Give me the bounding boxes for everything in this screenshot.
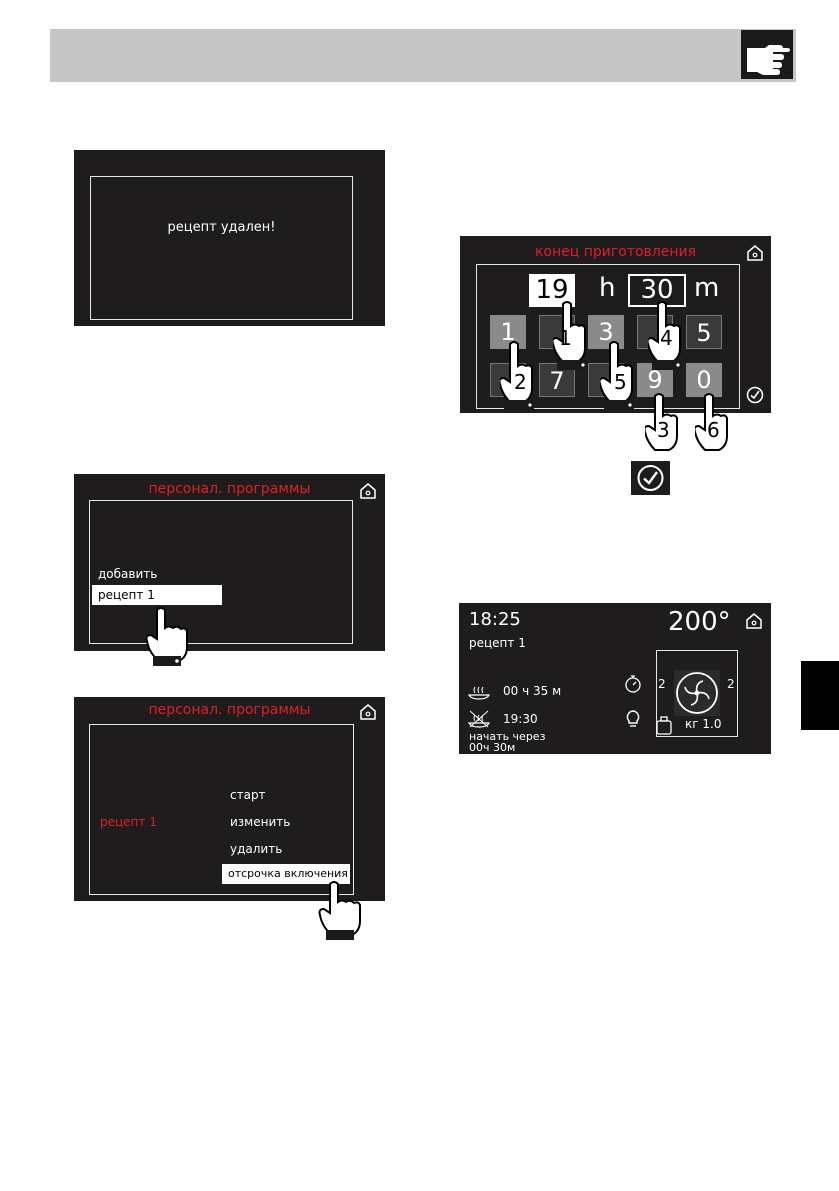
confirm-check-icon[interactable] <box>746 386 764 408</box>
end-time-icon <box>467 709 491 733</box>
hours-label: h <box>599 273 616 303</box>
touch-hand-icon: 6 <box>693 392 735 456</box>
menu-item-recipe-selected[interactable]: рецепт 1 <box>92 585 222 605</box>
touch-hand-icon: 3 <box>643 392 685 456</box>
home-icon[interactable] <box>746 244 764 262</box>
level-left: 2 <box>658 677 666 691</box>
menu-item-add[interactable]: добавить <box>98 567 158 581</box>
step-number: 1 <box>559 326 572 350</box>
page-header <box>50 29 796 82</box>
step-number: 5 <box>614 370 627 394</box>
screen-custom-programs: персонал. программы добавить рецепт 1 <box>74 474 385 651</box>
start-delay-value: 00ч 30м <box>469 741 516 754</box>
key-1[interactable]: 1 <box>490 315 526 349</box>
touch-hand-icon: 2 <box>498 340 540 416</box>
touch-hand-icon: 5 <box>598 340 640 416</box>
deleted-message: рецепт удален! <box>167 220 276 235</box>
options-frame: рецепт 1 старт изменить удалить отсрочка… <box>89 724 354 895</box>
touch-hand-icon: 4 <box>646 300 688 376</box>
key-5[interactable]: 5 <box>686 315 722 349</box>
menu-frame: добавить рецепт 1 <box>89 500 353 644</box>
current-time: 18:25 <box>469 609 521 630</box>
touch-hand-icon: 1 <box>551 300 593 376</box>
recipe-name: рецепт 1 <box>469 636 526 650</box>
message-frame: рецепт удален! <box>90 176 353 320</box>
home-icon[interactable] <box>359 703 377 721</box>
weight-icon <box>655 715 673 739</box>
option-edit[interactable]: изменить <box>230 815 291 829</box>
end-time-value[interactable]: 19:30 <box>503 712 538 726</box>
step-number: 4 <box>660 326 673 350</box>
duration-icon <box>467 681 491 705</box>
start-delay: начать через 00ч 30м <box>469 731 545 753</box>
option-delete[interactable]: удалить <box>230 842 283 856</box>
screen-recipe-options: персонал. программы рецепт 1 старт измен… <box>74 697 385 901</box>
option-start[interactable]: старт <box>230 788 266 802</box>
screen-title: персонал. программы <box>148 481 311 497</box>
section-tab <box>801 661 839 730</box>
screen-cooking-status: 18:25 200° рецепт 1 00 ч 35 м 19:30 нача… <box>459 603 771 754</box>
weight-value[interactable]: кг 1.0 <box>685 717 722 731</box>
timer-icon[interactable] <box>624 674 642 698</box>
temperature[interactable]: 200° <box>668 607 731 637</box>
start-delay-label: начать через <box>469 730 546 743</box>
step-number: 3 <box>657 418 670 442</box>
touch-hand-icon <box>145 606 189 672</box>
screen-title: персонал. программы <box>148 702 311 718</box>
confirm-check-icon <box>631 461 670 495</box>
step-number: 6 <box>707 418 720 442</box>
option-delayed-start-selected[interactable]: отсрочка включения <box>222 864 350 884</box>
minutes-label: m <box>694 273 720 303</box>
fan-icon <box>673 669 721 721</box>
screen-recipe-deleted: рецепт удален! <box>74 150 385 326</box>
level-right: 2 <box>727 677 735 691</box>
home-icon[interactable] <box>359 482 377 500</box>
recipe-label: рецепт 1 <box>100 815 157 829</box>
lamp-icon[interactable] <box>625 709 641 733</box>
step-number: 2 <box>514 370 527 394</box>
oven-cavity[interactable]: 2 2 <box>656 650 738 737</box>
screen-title: конец приготовления <box>534 244 697 260</box>
pointing-hand-icon <box>741 30 793 79</box>
touch-hand-icon <box>318 880 362 946</box>
home-icon[interactable] <box>745 612 763 630</box>
key-0[interactable]: 0 <box>686 363 722 397</box>
duration-value[interactable]: 00 ч 35 м <box>503 684 562 698</box>
